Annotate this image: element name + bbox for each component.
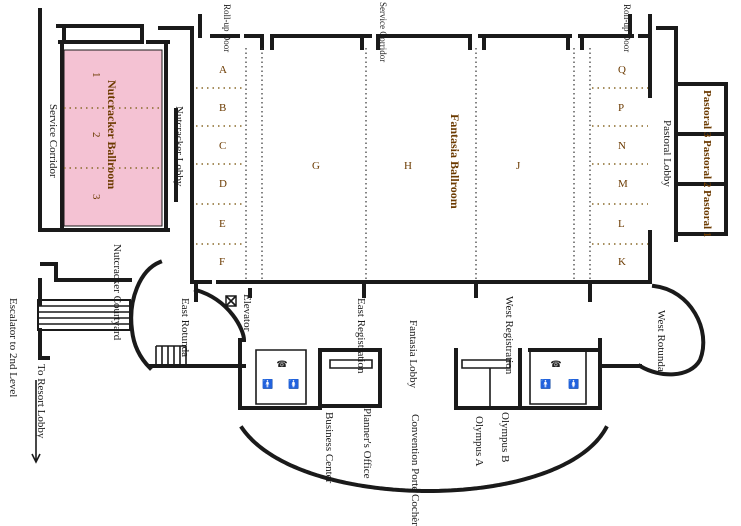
resort-lobby-label: To Resort Lobby	[35, 364, 47, 439]
olympus-b-label: Olympus B	[499, 412, 511, 463]
restroom-icon: 🚹	[540, 380, 552, 390]
restroom-icon: 🚹	[262, 380, 274, 390]
roll-up-door-left-label: Roll-up Door	[222, 4, 232, 53]
section-a: A	[219, 64, 227, 76]
fantasia-ballroom-label: Fantasia Ballroom	[448, 114, 462, 209]
section-d: D	[219, 178, 227, 190]
section-l: L	[618, 218, 625, 230]
section-f: F	[219, 256, 226, 268]
pastoral-3-label: Pastoral 3	[701, 90, 713, 138]
section-c: C	[219, 140, 227, 152]
fantasia-lobby-label: Fantasia Lobby	[407, 320, 419, 389]
west-rotunda-label: West Rotunda	[655, 310, 667, 372]
section-k: K	[618, 256, 626, 268]
pastoral-2-label: Pastoral 2	[701, 140, 713, 188]
east-registration-label: East Registration	[355, 298, 367, 374]
porte-cochere-label: Convention Porte Cochère	[409, 414, 421, 526]
nutcracker-courtyard-label: Nutcracker Courtyard	[111, 244, 123, 341]
phone-icon: ☎	[550, 360, 562, 370]
restroom-icon: 🚺	[568, 380, 580, 390]
section-j: J	[516, 160, 521, 172]
section-e: E	[219, 218, 226, 230]
elevator-icon	[225, 295, 237, 307]
nutcracker-section-1: 1	[90, 72, 102, 78]
section-q: Q	[618, 64, 626, 76]
arrow-down-icon	[31, 380, 41, 464]
section-b: B	[219, 102, 227, 114]
roll-up-door-right-label: Roll-up Door	[622, 4, 632, 53]
section-n: N	[618, 140, 626, 152]
elevator-label: Elevator	[241, 294, 253, 332]
section-g: G	[312, 160, 320, 172]
east-rotunda-label: East Rotunda	[179, 298, 191, 357]
nutcracker-section-3: 3	[90, 194, 102, 200]
pastoral-1-label: Pastoral 1	[701, 190, 713, 238]
section-m: M	[618, 178, 628, 190]
section-h: H	[404, 160, 412, 172]
nutcracker-ballroom-label: Nutcracker Ballroom	[105, 80, 119, 190]
nutcracker-lobby-label: Nutcracker Lobby	[173, 106, 185, 187]
service-corridor-top-label: Service Corridor	[378, 2, 388, 63]
section-p: P	[618, 102, 625, 114]
olympus-a-label: Olympus A	[473, 416, 485, 467]
planners-office-label: Planner's Office	[361, 408, 373, 479]
nutcracker-ballroom-area	[63, 49, 163, 227]
west-registration-label: West Registration	[503, 296, 515, 375]
business-center-label: Business Center	[323, 412, 335, 484]
restroom-icon: 🚺	[288, 380, 300, 390]
service-corridor-left-label: Service Corridor	[47, 104, 59, 178]
phone-icon: ☎	[276, 360, 288, 370]
escalator-label: Escalator to 2nd Level	[7, 298, 19, 398]
pastoral-lobby-label: Pastoral Lobby	[661, 120, 673, 187]
nutcracker-section-2: 2	[90, 132, 102, 138]
